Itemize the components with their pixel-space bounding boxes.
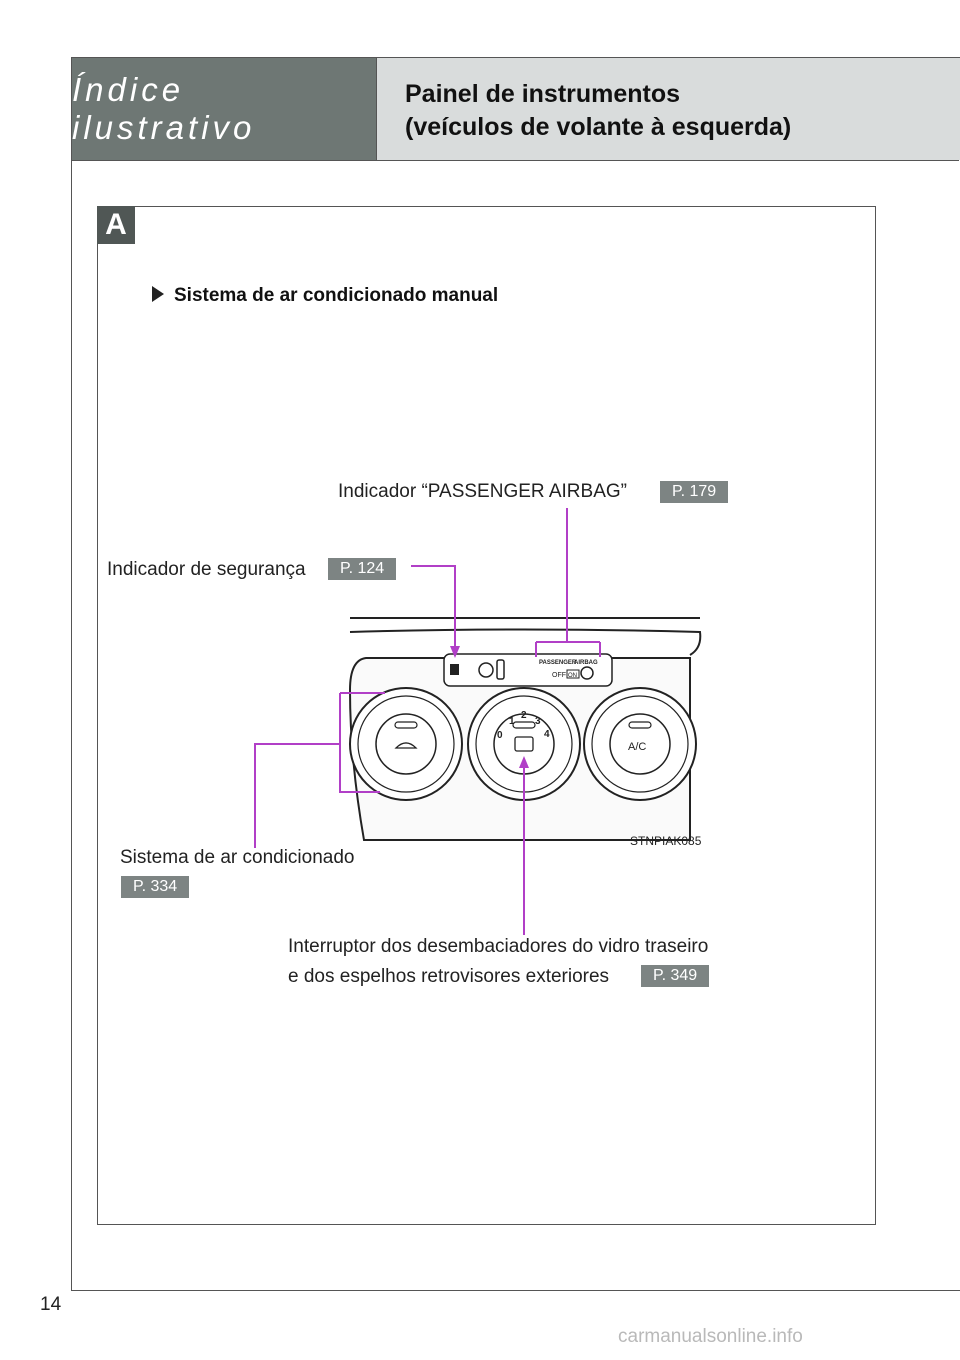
car-icon	[394, 742, 418, 749]
seguranca-label: Indicador de segurança	[107, 559, 306, 580]
fan-speed-2: 2	[521, 710, 527, 721]
indicator-strip	[443, 653, 613, 687]
section-label: Índice ilustrativo	[72, 71, 256, 146]
on-indicator	[566, 669, 580, 679]
hazard-indicator	[478, 662, 494, 678]
fan-speed-3: 3	[535, 716, 541, 727]
page-title-line1: Painel de instrumentos	[405, 80, 681, 108]
dashboard-bezel	[349, 628, 702, 656]
ar-condicionado-ref[interactable]: P. 334	[121, 876, 190, 898]
fan-speed-0: 0	[497, 730, 503, 741]
fan-speed-4: 4	[544, 729, 550, 740]
figure-code: STNPIAK085	[630, 834, 702, 848]
leader-ar-condicionado	[254, 692, 385, 848]
page-header: Painel de instrumentos (veículos de vola…	[376, 58, 960, 160]
ar-condicionado-label: Sistema de ar condicionado	[120, 847, 355, 868]
passenger-text: PASSENGER	[539, 660, 577, 666]
page-frame	[71, 57, 960, 1291]
leader-seguranca	[411, 565, 456, 652]
desembaciadores-ref[interactable]: P. 349	[641, 965, 710, 987]
temp-knob-ring	[591, 695, 689, 793]
seatbelt-indicator	[450, 664, 459, 675]
watermark: carmanualsonline.info	[618, 1326, 803, 1347]
airbag-text: AIRBAG	[574, 660, 598, 666]
leader-airbag	[535, 508, 601, 657]
mode-knob-grip	[394, 721, 418, 729]
status-indicator	[496, 659, 505, 680]
subsection-title: Sistema de ar condicionado manual	[152, 285, 498, 307]
fan-speed-1: 1	[509, 716, 515, 727]
section-badge: A	[97, 206, 135, 244]
temp-knob-grip	[628, 721, 652, 729]
mode-knob-ring	[357, 695, 455, 793]
temp-knob-inner	[609, 713, 671, 775]
subsection-title-text: Sistema de ar condicionado manual	[174, 285, 499, 306]
on-text: ON	[568, 673, 577, 679]
section-header: Índice ilustrativo	[72, 58, 376, 160]
seguranca-ref[interactable]: P. 124	[328, 558, 397, 580]
rear-defogger-button	[514, 736, 534, 752]
desembaciadores-label-line2: e dos espelhos retrovisores exteriores	[288, 966, 610, 987]
passenger-airbag-label: Indicador “PASSENGER AIRBAG”	[338, 481, 627, 502]
page-title: Painel de instrumentos (veículos de vola…	[405, 78, 791, 144]
passenger-airbag-ref[interactable]: P. 179	[660, 481, 729, 503]
desembaciadores-label-line1: Interruptor dos desembaciadores do vidro…	[288, 936, 709, 957]
header-divider	[72, 160, 959, 161]
fan-knob-grip	[512, 721, 536, 729]
off-text: OFF	[552, 672, 566, 679]
mode-knob-inner	[375, 713, 437, 775]
leader-seguranca-arrowhead	[450, 646, 460, 658]
airbag-off-icon	[580, 666, 594, 680]
ac-button-label: A/C	[628, 741, 646, 753]
page-number: 14	[40, 1294, 62, 1315]
page-title-line2: (veículos de volante à esquerda)	[405, 113, 792, 141]
triangle-bullet-icon	[152, 286, 164, 302]
content-box	[97, 206, 876, 1225]
leader-desembaciadores-arrowhead	[519, 756, 529, 768]
